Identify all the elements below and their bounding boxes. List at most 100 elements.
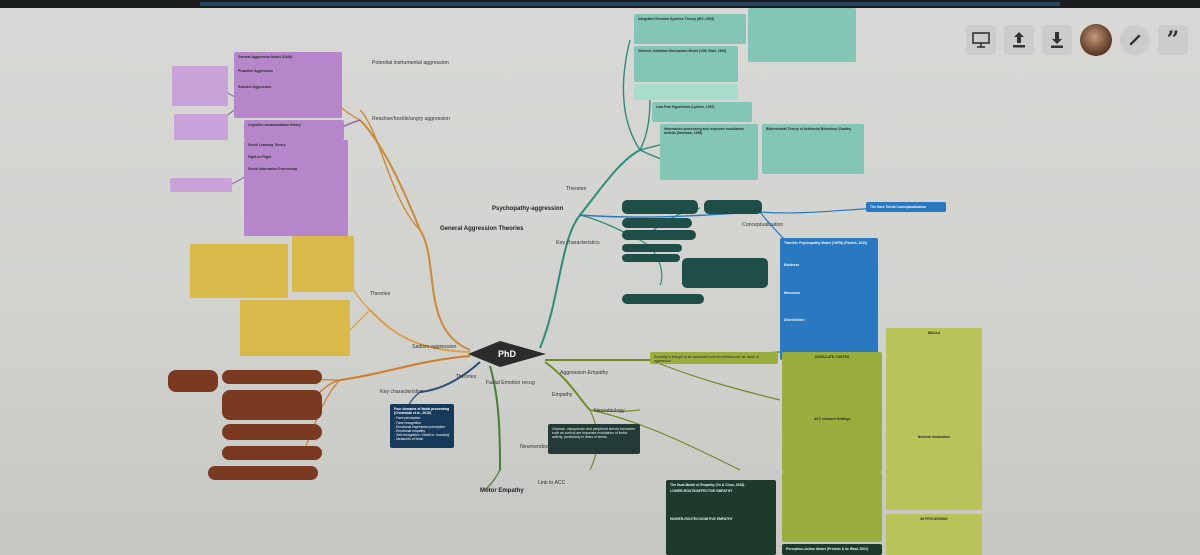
top-window-bar	[0, 0, 1200, 8]
node-title: Low-Fear Hypothesis (Lykken, 1957)	[656, 105, 715, 109]
node-brown[interactable]	[222, 370, 322, 384]
node-title: Perception-Action Model (Preston & de Wa…	[786, 547, 869, 551]
node-low-fear[interactable]: Low-Fear Hypothesis (Lykken, 1957)	[652, 102, 752, 122]
node-brown[interactable]	[222, 424, 322, 440]
node-fer-components[interactable]: Four domains of facial processing (Chole…	[390, 404, 454, 448]
branch-psychopathy[interactable]: Psychopathy-aggression	[492, 206, 564, 212]
download-icon[interactable]	[1042, 25, 1072, 55]
branch-conceptualisation[interactable]: Conceptualisation	[742, 222, 784, 228]
node-body: Empathy is thought to be associated with…	[654, 355, 760, 364]
node-dark-tetrad[interactable]: The Dark Tetrad Conceptualisation	[866, 202, 946, 212]
node-bidirectional[interactable]: Bidirectional Theory of Antisocial Behav…	[762, 124, 864, 174]
node-title: The Dual-Model of Empathy (Yu & Chou, 20…	[670, 483, 745, 487]
node-subtitle: HIGHER-ROUTE/COGNITIVE EMPATHY	[670, 517, 733, 522]
node-title: Triarchic Psychopathy Model (TriPM) (Pat…	[784, 241, 868, 245]
node-title: IM PROCESSING	[920, 517, 948, 521]
node-brown[interactable]	[222, 446, 322, 460]
node-cingulate-cont[interactable]	[782, 472, 882, 542]
node-title: INSULA	[927, 331, 941, 335]
node-cingulate[interactable]: CINGULATE CORTEX ACC research findings	[782, 352, 882, 472]
node-brown[interactable]	[222, 390, 322, 420]
node-perception-action[interactable]: Perception-Action Model (Preston & de Wa…	[782, 544, 882, 555]
pencil-icon[interactable]	[1120, 25, 1150, 55]
node-triarchic[interactable]: Triarchic Psychopathy Model (TriPM) (Pat…	[780, 238, 878, 360]
node-teal-detail[interactable]	[748, 8, 856, 62]
branch-theories-bottom[interactable]: Theories	[456, 374, 477, 380]
node-purple-note[interactable]	[170, 178, 232, 192]
node-subtitle: Network modulation	[917, 435, 951, 440]
node-yellow-summary[interactable]	[190, 244, 288, 298]
node-title: Violence Inhibition Mechanism Model (VIM…	[638, 49, 727, 53]
node-title: Bidirectional Theory of Antisocial Behav…	[766, 127, 852, 131]
node-title: CINGULATE CORTEX	[814, 355, 850, 359]
node-subtitle: Disinhibition	[784, 317, 805, 322]
node-social-learning[interactable]: Social Learning Theory Fight-or-Flight S…	[244, 140, 348, 236]
node-dark[interactable]	[622, 230, 696, 240]
node-integrated-emotion[interactable]: Integrated Emotion Systems Theory (IES; …	[634, 14, 746, 44]
node-violence-inhibition[interactable]: Violence Inhibition Mechanism Model (VIM…	[634, 46, 738, 82]
branch-key-characteristics-left[interactable]: Key characteristics	[380, 389, 424, 395]
node-title: Information processing and response modu…	[664, 127, 744, 136]
central-node[interactable]: PhD	[498, 349, 516, 359]
node-general-aggression-model[interactable]: General Aggression Model (GAM) Proactive…	[234, 52, 342, 118]
presentation-icon[interactable]	[966, 25, 996, 55]
branch-general-aggression[interactable]: General Aggression Theories	[440, 226, 524, 232]
node-dark[interactable]	[622, 244, 682, 252]
branch-reactive-hostile[interactable]: Reactive/hostile/angry aggression	[372, 116, 450, 122]
branch-aggression-empathy[interactable]: Aggression-Empathy	[560, 370, 609, 376]
node-mint[interactable]	[634, 84, 738, 100]
node-yellow-theory[interactable]	[292, 236, 354, 292]
node-subtitle: Boldness	[784, 263, 800, 268]
node-yellow-theory[interactable]	[240, 300, 350, 356]
share-upload-icon[interactable]	[1004, 25, 1034, 55]
node-dark[interactable]	[704, 200, 762, 214]
branch-facial-emotion[interactable]: Facial Emotion recog	[486, 380, 535, 386]
node-neuroendocrine[interactable]: Oxytocin, vasopressin and peripheral ste…	[548, 424, 640, 454]
node-subtitle: ACC research findings	[813, 417, 851, 422]
branch-neuroendocrinology[interactable]: Neuroendocrinology	[520, 444, 567, 450]
branch-key-characteristics-right[interactable]: Key characteristics	[556, 240, 600, 246]
node-title: Integrated Emotion Systems Theory (IES; …	[638, 17, 715, 21]
toolbar: ”	[966, 24, 1188, 56]
quote-icon[interactable]: ”	[1158, 25, 1188, 55]
node-empathy-link[interactable]: Empathy is thought to be associated with…	[650, 352, 778, 364]
node-subtitle: Social Information Processing	[248, 167, 297, 172]
node-dual-model[interactable]: The Dual-Model of Empathy (Yu & Chou, 20…	[666, 480, 776, 555]
branch-link-to-acc[interactable]: Link to ACC	[538, 480, 566, 486]
node-title: The Dark Tetrad Conceptualisation	[870, 205, 926, 209]
branch-sadism[interactable]: Sadism-aggression	[412, 344, 457, 350]
node-subtitle: Reactive Aggression	[238, 85, 272, 90]
top-bar-accent	[200, 2, 1060, 6]
branch-theories-left[interactable]: Theories	[370, 291, 391, 297]
node-subtitle: Fight-or-Flight	[248, 155, 272, 160]
node-title: Cognitive-neoassociation theory	[248, 123, 301, 127]
node-subtitle: Meanness	[784, 291, 801, 296]
node-dark[interactable]	[622, 218, 692, 228]
node-body: Oxytocin, vasopressin and peripheral ste…	[552, 427, 635, 440]
node-dark[interactable]	[622, 200, 698, 214]
node-insula[interactable]: INSULA Network modulation	[886, 328, 982, 510]
branch-motor-empathy[interactable]: Motor Empathy	[480, 488, 524, 494]
node-dark-large[interactable]	[682, 258, 768, 288]
branch-theories-right[interactable]: Theories	[566, 186, 587, 192]
node-purple-note[interactable]	[172, 66, 228, 106]
node-title: Social Learning Theory	[248, 143, 286, 147]
node-dark[interactable]	[622, 294, 704, 304]
branch-potential-instrumental[interactable]: Potential instrumental aggression	[372, 60, 449, 66]
node-purple-note[interactable]	[174, 114, 228, 140]
avatar[interactable]	[1080, 24, 1112, 56]
node-title: General Aggression Model (GAM)	[238, 55, 292, 59]
branch-neurobiology[interactable]: Neurobiology	[594, 408, 625, 414]
node-insula-cont[interactable]: IM PROCESSING	[886, 514, 982, 555]
node-body: - Face perception - Face recognition - E…	[394, 416, 450, 442]
node-response-modulation[interactable]: Information processing and response modu…	[660, 124, 758, 180]
branch-empathy[interactable]: Empathy	[552, 392, 573, 398]
node-subtitle: LOWER-ROUTE/AFFECTIVE EMPATHY	[670, 489, 733, 494]
node-title: Four domains of facial processing (Chole…	[394, 407, 450, 416]
node-dark[interactable]	[622, 254, 680, 262]
node-cognitive-neo[interactable]: Cognitive-neoassociation theory	[244, 120, 344, 140]
node-brown[interactable]	[168, 370, 218, 392]
node-subtitle: Proactive Aggression	[238, 69, 273, 74]
node-brown[interactable]	[208, 466, 318, 480]
